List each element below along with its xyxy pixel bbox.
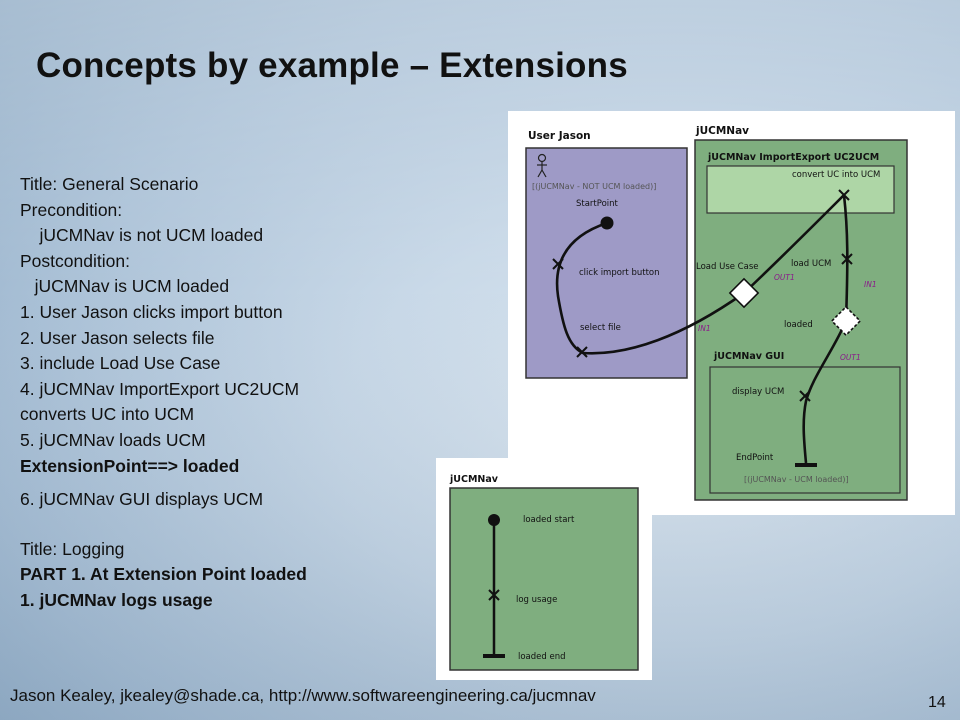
load-use-case-label: Load Use Case bbox=[696, 262, 758, 272]
slide-title: Concepts by example – Extensions bbox=[36, 46, 628, 85]
ucm-main-diagram: User Jason [(jUCMNav - NOT UCM loaded)] … bbox=[508, 111, 955, 515]
line-gap bbox=[20, 513, 307, 537]
scenario-line: ExtensionPoint==> loaded bbox=[20, 455, 240, 476]
scenario-line: 4. jUCMNav ImportExport UC2UCM bbox=[20, 378, 300, 399]
load-use-case-stub bbox=[728, 277, 760, 309]
ucm-logging-diagram: jUCMNav loaded start log usage loaded en… bbox=[436, 458, 652, 680]
slide-footer: Jason Kealey, jkealey@shade.ca, http://w… bbox=[10, 686, 596, 705]
convert-return-path bbox=[842, 194, 849, 322]
scenario-line: jUCMNav is UCM loaded bbox=[20, 276, 230, 297]
load-ucm-label: load UCM bbox=[791, 259, 831, 269]
select-file-label: select file bbox=[580, 323, 621, 333]
precondition-label: [(jUCMNav - NOT UCM loaded)] bbox=[532, 182, 656, 191]
startpoint-label: StartPoint bbox=[576, 199, 619, 209]
scenario-line: converts UC into UCM bbox=[20, 404, 195, 425]
system-component-label: jUCMNav bbox=[695, 125, 749, 137]
out1-label: OUT1 bbox=[774, 273, 795, 282]
scenario-line: 1. User Jason clicks import button bbox=[20, 301, 283, 322]
scenario-line: 3. include Load Use Case bbox=[20, 353, 221, 374]
gui-label: jUCMNav GUI bbox=[713, 351, 784, 362]
importexport-component bbox=[706, 165, 895, 214]
scenario-line: 2. User Jason selects file bbox=[20, 327, 215, 348]
logging-component-label: jUCMNav bbox=[449, 474, 499, 485]
scenario-line: 5. jUCMNav loads UCM bbox=[20, 429, 206, 450]
log-usage-mark bbox=[488, 589, 500, 601]
stub-out-path bbox=[743, 194, 845, 294]
scenario-line: Precondition: bbox=[20, 199, 123, 220]
loaded-label: loaded bbox=[784, 320, 813, 330]
startpoint-marker bbox=[600, 216, 614, 230]
gui-path bbox=[802, 320, 848, 464]
scenario-line: 1. jUCMNav logs usage bbox=[20, 589, 213, 610]
scenario-path bbox=[555, 221, 745, 355]
loaded-end-label: loaded end bbox=[518, 652, 566, 662]
in1-label: IN1 bbox=[864, 280, 877, 289]
log-usage-label: log usage bbox=[516, 595, 557, 605]
logging-start-marker bbox=[488, 514, 500, 526]
scenario-line: jUCMNav is not UCM loaded bbox=[20, 225, 264, 246]
endpoint-label: EndPoint bbox=[736, 453, 774, 463]
scenario-line: Title: General Scenario bbox=[20, 174, 199, 194]
click-import-label: click import button bbox=[579, 268, 660, 278]
scenario-line: Postcondition: bbox=[20, 250, 130, 271]
user-component-label: User Jason bbox=[528, 130, 591, 142]
postcondition-label: [(jUCMNav - UCM loaded)] bbox=[744, 475, 849, 484]
line-gap bbox=[20, 479, 307, 487]
page-number: 14 bbox=[928, 694, 946, 711]
scenario-line: Title: Logging bbox=[20, 538, 125, 559]
display-ucm-label: display UCM bbox=[732, 387, 784, 397]
loaded-stub bbox=[830, 305, 862, 337]
in1b-label: IN1 bbox=[698, 324, 711, 333]
scenario-line: PART 1. At Extension Point loaded bbox=[20, 564, 307, 585]
importexport-label: jUCMNav ImportExport UC2UCM bbox=[707, 152, 879, 163]
convert-label: convert UC into UCM bbox=[792, 170, 880, 180]
logging-component bbox=[449, 487, 639, 671]
responsibility-marks bbox=[552, 189, 853, 402]
out1b-label: OUT1 bbox=[840, 353, 861, 362]
actor-icon bbox=[537, 153, 547, 178]
scenario-line: 6. jUCMNav GUI displays UCM bbox=[20, 489, 264, 510]
loaded-start-label: loaded start bbox=[523, 515, 575, 525]
